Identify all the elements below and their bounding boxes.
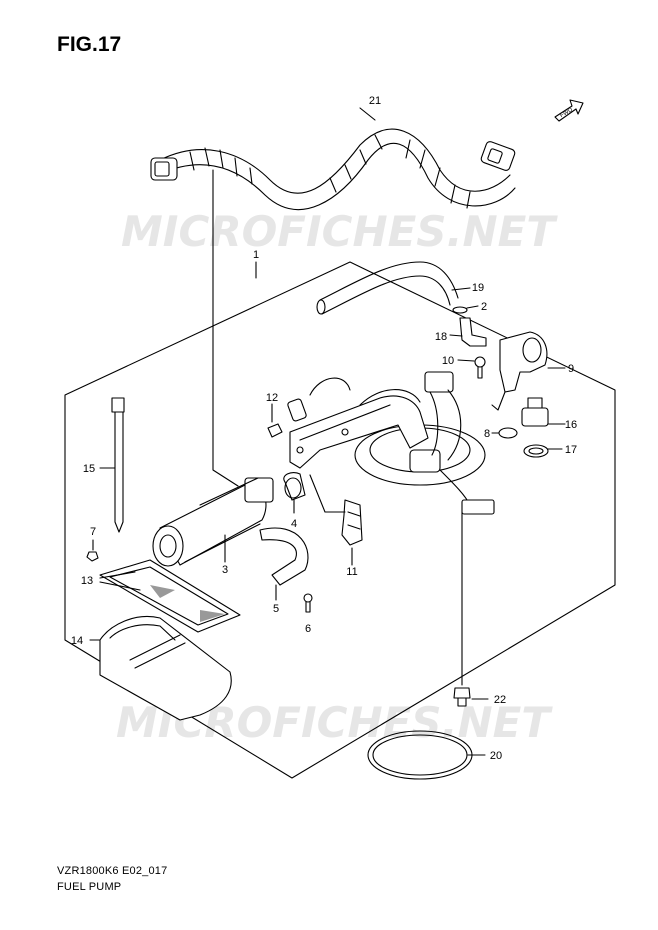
screw-6	[303, 593, 313, 613]
nut-7	[86, 551, 99, 562]
callout-16: 16	[565, 419, 577, 431]
callout-2: 2	[481, 301, 487, 313]
model-code: VZR1800K6 E02_017	[57, 865, 168, 877]
clip-2	[452, 306, 468, 314]
callout-22: 22	[494, 694, 506, 706]
fitting-16	[521, 397, 549, 427]
callout-19: 19	[472, 282, 484, 294]
callout-7: 7	[90, 526, 96, 538]
figure-caption: FUEL PUMP	[57, 881, 122, 893]
callout-8: 8	[484, 428, 490, 440]
clamp-12	[267, 423, 283, 438]
cable-tie-15	[111, 397, 125, 533]
watermark-top: MICROFICHES.NET	[121, 207, 558, 256]
cushion-13	[99, 559, 241, 633]
callout-20: 20	[490, 750, 502, 762]
fuel-hose-21	[150, 128, 516, 211]
callout-5: 5	[273, 603, 279, 615]
callout-14: 14	[71, 635, 83, 647]
filter-4	[283, 472, 306, 501]
bracket-9	[491, 331, 548, 411]
callout-17: 17	[565, 444, 577, 456]
bolt-22	[453, 687, 471, 707]
callout-9: 9	[568, 363, 574, 375]
assembly-outline	[64, 261, 616, 779]
callout-6: 6	[305, 623, 311, 635]
band-5	[259, 527, 309, 586]
fuel-pump-3	[152, 477, 274, 567]
o-ring-8	[498, 427, 518, 439]
callout-10: 10	[442, 355, 454, 367]
clip-17	[523, 444, 549, 458]
pump-plate-assembly	[287, 371, 495, 515]
bolt-10	[474, 356, 486, 379]
callout-13: 13	[81, 575, 93, 587]
callout-21: 21	[369, 95, 381, 107]
callout-4: 4	[291, 518, 297, 530]
figure-title: FIG.17	[57, 33, 122, 56]
breather-hose-19	[316, 261, 459, 315]
bracket-11	[341, 499, 363, 546]
fitting-18	[459, 317, 487, 347]
callout-12: 12	[266, 392, 278, 404]
callout-11: 11	[346, 566, 357, 578]
callout-1: 1	[253, 249, 259, 261]
fwd-arrow-icon: FWD	[554, 99, 584, 122]
callout-3: 3	[222, 564, 228, 576]
protector-14	[99, 616, 232, 721]
callout-15: 15	[83, 463, 95, 475]
callout-18: 18	[435, 331, 447, 343]
